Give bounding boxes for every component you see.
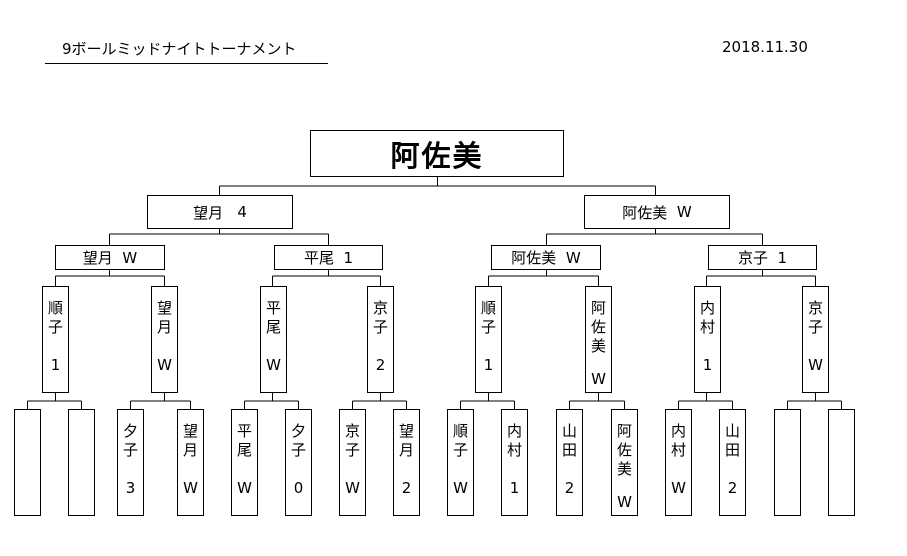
round2-box: 望月 W	[151, 286, 178, 393]
round1-box: 順子 W	[447, 409, 474, 516]
quarterfinal-box-2: 平尾 1	[274, 245, 383, 270]
semifinal-name: 望月	[193, 203, 224, 222]
player-name: 夕子	[122, 422, 138, 459]
round2-box: 平尾 W	[260, 286, 287, 393]
quarterfinal-name: 平尾	[303, 249, 334, 267]
semifinal-box-2: 阿佐美 W	[584, 195, 730, 229]
round1-box: 山田 2	[556, 409, 583, 516]
quarterfinal-score: 1	[343, 248, 354, 267]
champion-name: 阿佐美	[390, 138, 484, 173]
quarterfinal-box-1: 望月 W	[55, 245, 165, 270]
round1-box	[68, 409, 95, 516]
round2-box: 順子 1	[42, 286, 69, 393]
title-underline	[45, 63, 328, 64]
player-name: 望月	[156, 299, 172, 336]
player-name: 望月	[182, 422, 198, 459]
tournament-date: 2018.11.30	[722, 38, 808, 56]
player-name: 山田	[724, 422, 740, 459]
player-name: 内村	[506, 422, 522, 459]
champion-box: 阿佐美	[310, 130, 564, 177]
tournament-title: 9ボールミッドナイトトーナメント	[62, 40, 297, 58]
round1-box: 内村 1	[501, 409, 528, 516]
player-name: 順子	[480, 299, 496, 336]
player-name: 内村	[699, 299, 715, 336]
round1-box	[828, 409, 855, 516]
player-score: 2	[375, 356, 386, 374]
player-name: 平尾	[236, 422, 252, 459]
quarterfinal-box-3: 阿佐美 W	[491, 245, 601, 270]
round1-box: 京子 W	[339, 409, 366, 516]
player-score: 1	[483, 356, 494, 374]
quarterfinal-name: 阿佐美	[511, 249, 557, 267]
semifinal-box-1: 望月 4	[147, 195, 293, 229]
round2-box: 阿佐美 W	[585, 286, 612, 393]
round1-box: 望月 2	[393, 409, 420, 516]
player-score: W	[345, 479, 360, 497]
round2-box: 内村 1	[694, 286, 721, 393]
player-score: W	[237, 479, 252, 497]
quarterfinal-score: W	[565, 248, 581, 267]
player-name: 阿佐美	[590, 299, 606, 355]
round1-box: 内村 W	[665, 409, 692, 516]
round1-box: 山田 2	[719, 409, 746, 516]
player-name: 京子	[344, 422, 360, 459]
quarterfinal-name: 京子	[737, 249, 768, 267]
player-score: 3	[125, 479, 136, 497]
quarterfinal-box-4: 京子 1	[708, 245, 817, 270]
round1-box: 望月 W	[177, 409, 204, 516]
player-score: W	[183, 479, 198, 497]
player-name: 望月	[398, 422, 414, 459]
quarterfinal-name: 望月	[82, 249, 113, 267]
player-name: 山田	[561, 422, 577, 459]
round1-box: 阿佐美 W	[611, 409, 638, 516]
player-score: W	[266, 356, 281, 374]
round1-box: 夕子 0	[285, 409, 312, 516]
player-name: 順子	[452, 422, 468, 459]
round2-box: 順子 1	[475, 286, 502, 393]
player-score: 2	[564, 479, 575, 497]
player-score: W	[617, 493, 632, 511]
round2-box: 京子 2	[367, 286, 394, 393]
player-score: W	[808, 356, 823, 374]
player-score: 2	[727, 479, 738, 497]
player-name: 阿佐美	[616, 422, 632, 478]
player-name: 夕子	[290, 422, 306, 459]
player-score: 1	[50, 356, 61, 374]
semifinal-score: W	[676, 203, 692, 221]
player-score: W	[453, 479, 468, 497]
player-score: 1	[702, 356, 713, 374]
player-name: 京子	[372, 299, 388, 336]
player-name: 順子	[47, 299, 63, 336]
player-score: 0	[293, 479, 304, 497]
player-score: 2	[401, 479, 412, 497]
round1-box: 夕子 3	[117, 409, 144, 516]
quarterfinal-score: 1	[777, 248, 788, 267]
player-score: 1	[509, 479, 520, 497]
player-name: 平尾	[265, 299, 281, 336]
round2-box: 京子 W	[802, 286, 829, 393]
semifinal-score: 4	[237, 203, 247, 221]
round1-box: 平尾 W	[231, 409, 258, 516]
round1-box	[774, 409, 801, 516]
semifinal-name: 阿佐美	[622, 203, 668, 222]
player-score: W	[157, 356, 172, 374]
player-score: W	[591, 370, 606, 388]
round1-box	[14, 409, 41, 516]
player-name: 内村	[670, 422, 686, 459]
player-name: 京子	[807, 299, 823, 336]
player-score: W	[671, 479, 686, 497]
quarterfinal-score: W	[122, 248, 138, 267]
